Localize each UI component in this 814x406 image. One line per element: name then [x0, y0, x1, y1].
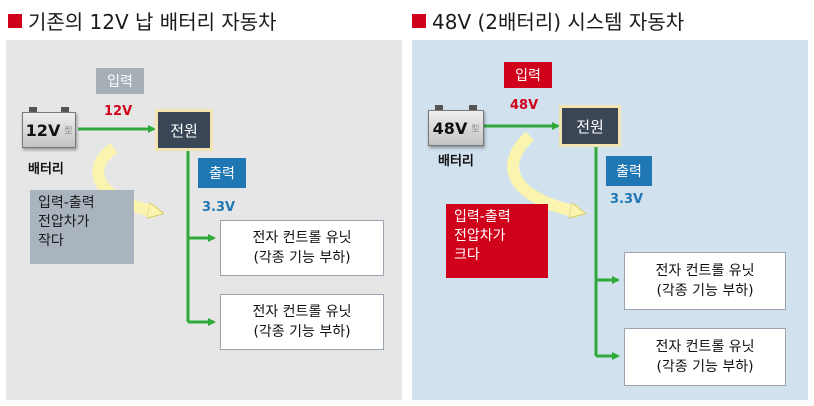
output-voltage: 3.3V — [202, 200, 236, 215]
output-tag: 출력 — [606, 156, 652, 186]
voltage-difference-note: 입력-출력 전압차가 크다 — [446, 204, 548, 278]
ecu-box: 전자 컨트롤 유닛 (각종 기능 부하) — [220, 294, 384, 350]
voltage-drop-arrow — [507, 131, 578, 212]
title-square-icon — [412, 14, 426, 28]
battery-terminal-icon — [435, 105, 443, 110]
left-title-text: 기존의 12V 납 배터리 자동차 — [28, 10, 277, 34]
title-square-icon — [8, 14, 22, 28]
ecu-label: 전자 컨트롤 유닛 — [655, 263, 755, 279]
note-line: 작다 — [38, 233, 64, 249]
battery-voltage: 48V — [432, 118, 468, 138]
right-title: 48V (2배터리) 시스템 자동차 — [412, 6, 684, 35]
note-line: 크다 — [454, 247, 480, 263]
note-line: 입력-출력 — [38, 195, 95, 211]
power-supply-box: 전원 — [158, 112, 210, 148]
ecu-sublabel: (각종 기능 부하) — [253, 250, 351, 266]
ecu-box: 전자 컨트롤 유닛 (각종 기능 부하) — [624, 328, 786, 386]
note-line: 전압차가 — [454, 228, 506, 244]
left-title: 기존의 12V 납 배터리 자동차 — [8, 6, 277, 35]
battery-tag: 型 — [64, 125, 73, 135]
input-tag: 입력 — [96, 68, 144, 94]
ecu-box: 전자 컨트롤 유닛 (각종 기능 부하) — [624, 252, 786, 310]
voltage-drop-arrow — [92, 143, 156, 212]
ecu-sublabel: (각종 기능 부하) — [253, 324, 351, 340]
ecu-box: 전자 컨트롤 유닛 (각종 기능 부하) — [220, 220, 384, 276]
input-tag: 입력 — [504, 62, 552, 88]
note-line: 전압차가 — [38, 214, 90, 230]
ecu-sublabel: (각종 기능 부하) — [656, 283, 754, 299]
input-voltage: 12V — [104, 104, 133, 119]
battery-tag: 型 — [471, 123, 480, 133]
power-supply-box: 전원 — [562, 108, 618, 144]
ecu-label: 전자 컨트롤 유닛 — [252, 304, 352, 320]
ecu-label: 전자 컨트롤 유닛 — [252, 230, 352, 246]
battery-terminal-icon — [469, 105, 477, 110]
battery-label: 배터리 — [28, 162, 64, 177]
output-voltage: 3.3V — [610, 192, 644, 207]
right-wiring — [484, 122, 620, 360]
note-line: 입력-출력 — [454, 209, 511, 225]
left-wiring — [78, 125, 216, 326]
output-tag: 출력 — [198, 158, 246, 188]
battery-terminal-icon — [29, 107, 37, 112]
ecu-sublabel: (각종 기능 부하) — [656, 359, 754, 375]
battery-terminal-icon — [61, 107, 69, 112]
voltage-difference-note: 입력-출력 전압차가 작다 — [30, 190, 134, 264]
right-title-text: 48V (2배터리) 시스템 자동차 — [432, 10, 685, 34]
battery-voltage: 12V — [25, 120, 61, 140]
battery-label: 배터리 — [438, 154, 474, 169]
input-voltage: 48V — [510, 98, 539, 113]
ecu-label: 전자 컨트롤 유닛 — [655, 339, 755, 355]
